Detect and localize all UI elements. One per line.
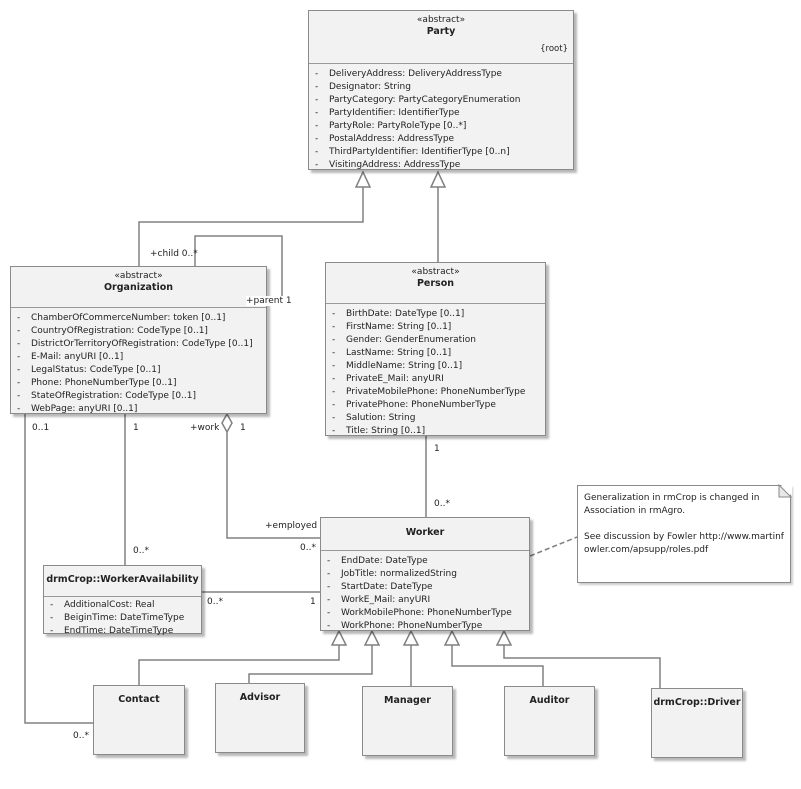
attribute-row: -Designator: String — [315, 82, 411, 92]
attribute-row: -DeliveryAddress: DeliveryAddressType — [315, 69, 502, 79]
availability-org-multiplicity: 0..* — [133, 546, 149, 556]
org-worker-aggregation — [226, 432, 320, 539]
advisor-class[interactable]: Advisor — [215, 683, 305, 753]
auditor-name: Auditor — [529, 695, 570, 706]
attribute-row: -Gender: GenderEnumeration — [332, 335, 476, 345]
worker-generalization-arrow-3 — [402, 629, 420, 646]
attribute-row: -StateOfRegistration: CodeType [0..1] — [17, 391, 197, 401]
worker-name: Worker — [405, 527, 445, 538]
worker-attributes: -EndDate: DateType -JobTitle: normalized… — [321, 550, 529, 633]
employed-multiplicity: 0..* — [300, 543, 316, 553]
advisor-worker-generalization — [248, 645, 373, 683]
contact-name: Contact — [118, 694, 160, 705]
attribute-row: -CountryOfRegistration: CodeType [0..1] — [17, 326, 208, 336]
attribute-row: -BirthDate: DateType [0..1] — [332, 309, 465, 319]
attribute-row: -Salution: String — [332, 413, 416, 423]
contact-class[interactable]: Contact — [93, 685, 185, 755]
attribute-row: -StartDate: DateType — [327, 582, 433, 592]
worker-person-multiplicity: 0..* — [434, 499, 450, 509]
attribute-row: -PartyCategory: PartyCategoryEnumeration — [315, 95, 521, 105]
attribute-row: -ChamberOfCommerceNumber: token [0..1] — [17, 313, 226, 323]
attribute-row: -PrivatePhone: PhoneNumberType — [332, 400, 496, 410]
parent-role-label: +parent 1 — [246, 296, 292, 306]
attribute-row: -WorkMobilePhone: PhoneNumberType — [327, 608, 512, 618]
party-generalization-arrow-left — [354, 170, 372, 188]
worker-generalization-arrow-4 — [443, 629, 461, 646]
attribute-row: -PostalAddress: AddressType — [315, 134, 455, 144]
employed-role-label: +employed — [265, 521, 318, 531]
org-availability-multiplicity: 1 — [133, 423, 139, 433]
party-attributes: -DeliveryAddress: DeliveryAddressType -D… — [309, 63, 573, 172]
driver-class[interactable]: drmCrop::Driver — [651, 688, 743, 758]
organization-attributes: -ChamberOfCommerceNumber: token [0..1] -… — [11, 307, 266, 416]
person-stereotype: «abstract» — [411, 267, 460, 277]
worker-availability-class[interactable]: drmCrop::WorkerAvailability -AdditionalC… — [43, 565, 202, 636]
attribute-row: -WorkPhone: PhoneNumberType — [327, 621, 483, 631]
worker-availability-attributes: -AdditionalCost: Real -BeiginTime: DateT… — [44, 596, 201, 638]
person-attributes: -BirthDate: DateType [0..1] -FirstName: … — [326, 303, 545, 438]
work-role-label: +work — [190, 423, 220, 433]
organization-class[interactable]: «abstract» Organization -ChamberOfCommer… — [10, 266, 267, 414]
note-paragraph-2: See discussion by Fowler http://www.mart… — [584, 532, 784, 555]
party-stereotype: «abstract» — [416, 15, 466, 25]
attribute-row: -AdditionalCost: Real — [50, 600, 155, 610]
attribute-row: -PrivateMobilePhone: PhoneNumberType — [332, 387, 526, 397]
attribute-row: -DistrictOrTerritoryOfRegistration: Code… — [17, 339, 253, 349]
availability-worker-multiplicity: 0..* — [207, 597, 223, 607]
aggregation-diamond — [221, 412, 233, 434]
worker-generalization-arrow-5 — [495, 629, 513, 646]
attribute-row: -BeiginTime: DateTimeType — [50, 613, 185, 623]
note-connector — [529, 536, 578, 557]
fowler-note[interactable]: Generalization in rmCrop is changed in A… — [577, 485, 791, 583]
attribute-row: -Title: String [0..1] — [332, 426, 426, 436]
worker-class[interactable]: Worker -EndDate: DateType -JobTitle: nor… — [320, 517, 530, 631]
worker-generalization-arrow-2 — [363, 629, 381, 646]
party-name: Party — [426, 26, 456, 37]
attribute-row: -Phone: PhoneNumberType [0..1] — [17, 378, 177, 388]
attribute-row: -FirstName: String [0..1] — [332, 322, 452, 332]
party-class[interactable]: «abstract» Party {root} -DeliveryAddress… — [308, 10, 574, 170]
attribute-row: -WorkE_Mail: anyURI — [327, 595, 431, 605]
attribute-row: -EndTime: DateTimeType — [50, 626, 174, 636]
attribute-row: -PartyRole: PartyRoleType [0..*] — [315, 121, 467, 131]
person-multiplicity: 1 — [434, 444, 440, 454]
person-class[interactable]: «abstract» Person -BirthDate: DateType [… — [325, 262, 546, 436]
worker-generalization-arrow-1 — [330, 629, 348, 646]
org-party-generalization — [138, 187, 364, 266]
person-name: Person — [416, 278, 455, 289]
auditor-worker-generalization — [451, 645, 544, 686]
driver-worker-generalization — [503, 645, 661, 688]
party-root-tag: {root} — [540, 44, 568, 54]
attribute-row: -PrivateE_Mail: anyURI — [332, 374, 444, 384]
contact-multiplicity: 0..* — [73, 731, 89, 741]
attribute-row: -LegalStatus: CodeType [0..1] — [17, 365, 161, 375]
party-generalization-arrow-right — [429, 170, 447, 188]
work-multiplicity: 1 — [240, 423, 246, 433]
org-contact-association — [24, 414, 93, 724]
driver-name: drmCrop::Driver — [653, 697, 741, 708]
attribute-row: -E-Mail: anyURI [0..1] — [17, 352, 124, 362]
advisor-name: Advisor — [239, 692, 281, 703]
worker-availability-name: drmCrop::WorkerAvailability — [46, 574, 199, 585]
attribute-row: -PartyIdentifier: IdentifierType — [315, 108, 460, 118]
org-contact-multiplicity: 0..1 — [32, 423, 50, 433]
attribute-row: -EndDate: DateType — [327, 556, 428, 566]
contact-worker-generalization — [138, 645, 340, 685]
attribute-row: -WebPage: anyURI [0..1] — [17, 404, 138, 414]
attribute-row: -ThirdPartyIdentifier: IdentifierType [0… — [315, 147, 510, 157]
note-paragraph-1: Generalization in rmCrop is changed in A… — [584, 493, 763, 516]
attribute-row: -LastName: String [0..1] — [332, 348, 452, 358]
manager-class[interactable]: Manager — [362, 686, 453, 756]
attribute-row: -VisitingAddress: AddressType — [315, 160, 461, 170]
worker-availability-multiplicity: 1 — [310, 597, 316, 607]
manager-name: Manager — [384, 695, 431, 706]
attribute-row: -JobTitle: normalizedString — [327, 569, 457, 579]
organization-name: Organization — [103, 282, 174, 293]
auditor-class[interactable]: Auditor — [504, 686, 595, 756]
attribute-row: -MiddleName: String [0..1] — [332, 361, 463, 371]
child-role-label: +child 0..* — [150, 249, 198, 259]
organization-stereotype: «abstract» — [114, 271, 163, 281]
